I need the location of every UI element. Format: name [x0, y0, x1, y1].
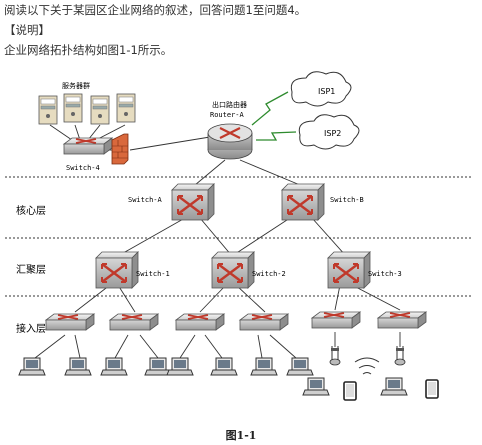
switch-4-icon: [63, 137, 113, 155]
laptop-icon: [250, 357, 278, 376]
switch-a-icon: [170, 182, 216, 222]
server-icon: [90, 95, 110, 125]
core-layer-label: 核心层: [16, 204, 46, 217]
description-text: 企业网络拓扑结构如图1-1所示。: [4, 43, 173, 57]
access-point-icon: [394, 345, 406, 366]
switch-b-label: Switch-B: [330, 196, 364, 204]
laptop-icon: [144, 357, 172, 376]
laptop-icon: [380, 377, 408, 396]
laptop-icon: [286, 357, 314, 376]
switch-4-label: Switch-4: [66, 164, 100, 172]
isp-links: [251, 91, 297, 141]
laptop-icon: [100, 357, 128, 376]
access-layer-label: 接入层: [16, 322, 46, 335]
aggregation-layer-label: 汇聚层: [16, 263, 46, 276]
access-switch-icon: [109, 313, 159, 331]
laptop-icon: [64, 357, 92, 376]
isp1-label: ISP1: [318, 87, 335, 96]
access-switch-icon: [175, 313, 225, 331]
intro-text: 阅读以下关于某园区企业网络的叙述，回答问题1至问题4。: [4, 3, 307, 17]
router-a-icon: [207, 123, 253, 160]
figure-caption: 图1-1: [225, 429, 257, 442]
access-switch-icon: [311, 311, 361, 329]
switch-2-icon: [210, 250, 256, 290]
isp1-cloud: [290, 71, 352, 107]
switch-1-icon: [94, 250, 140, 290]
isp2-label: ISP2: [324, 129, 341, 138]
tablet-icon: [343, 381, 357, 401]
laptop-icon: [302, 377, 330, 396]
access-switch-icon: [377, 311, 427, 329]
server-icon: [38, 95, 58, 125]
router-cn-label: 出口路由器: [212, 100, 247, 109]
laptop-icon: [210, 357, 238, 376]
isp2-cloud: [298, 114, 360, 150]
access-point-icon: [329, 345, 341, 366]
access-switch-icon: [239, 313, 289, 331]
switch-3-icon: [326, 250, 372, 290]
access-switch-icon: [45, 313, 95, 331]
server-icon: [116, 93, 136, 123]
switch-a-label: Switch-A: [128, 196, 163, 204]
section-heading: 【说明】: [4, 23, 50, 37]
switch-3-label: Switch-3: [368, 270, 402, 278]
switch-1-label: Switch-1: [136, 270, 170, 278]
router-en-label: Router-A: [210, 111, 245, 119]
laptop-icon: [166, 357, 194, 376]
server-group-label: 服务器群: [62, 81, 90, 90]
server-icon: [63, 93, 83, 123]
laptop-icon: [18, 357, 46, 376]
wireless-signal-icon: [354, 357, 380, 375]
switch-b-icon: [280, 182, 326, 222]
tablet-icon: [425, 379, 439, 399]
switch-2-label: Switch-2: [252, 270, 286, 278]
firewall-icon: [111, 133, 129, 165]
